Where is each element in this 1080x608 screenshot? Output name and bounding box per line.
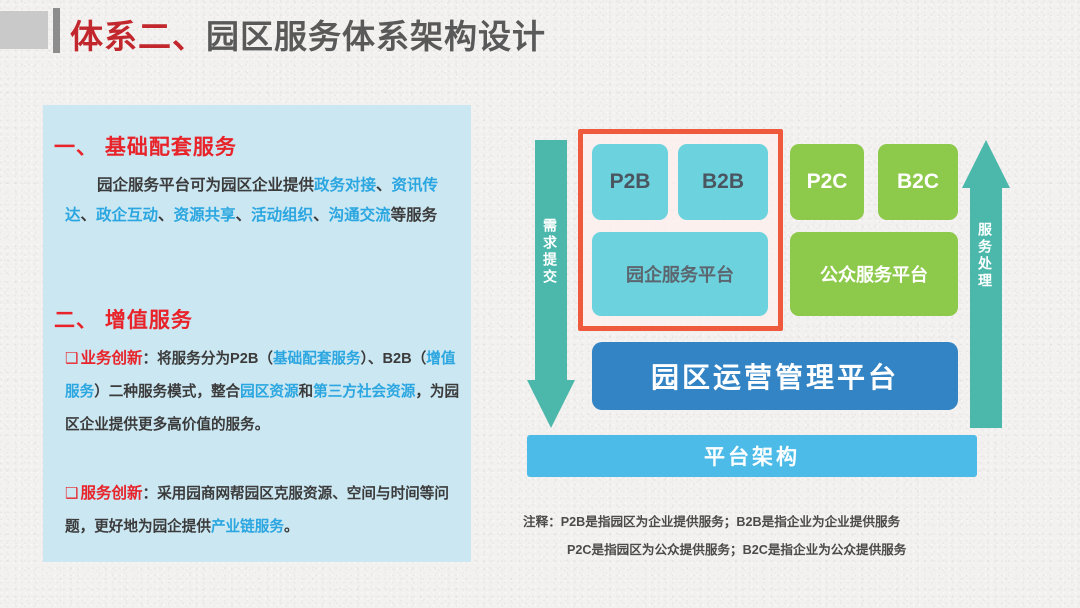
bullet-title: 服务创新: [80, 485, 143, 502]
bullet-text-run: 园区资源: [240, 384, 299, 400]
left-content-panel: 一、 基础配套服务 园企服务平台可为园区企业提供政务对接、资讯传达、政企互动、资…: [43, 105, 471, 562]
section-1-text-run: 、: [80, 207, 97, 224]
bullet-colon: ：: [142, 351, 158, 367]
demand-arrow-down-icon: [527, 140, 575, 428]
bullet-text-run: ）二种服务模式，整合: [94, 384, 241, 400]
bullet-text-run: 将服务分为P2B（: [157, 351, 274, 367]
bullet-business-innovation: ❑业务创新：将服务分为P2B（基础配套服务）、B2B（增值服务）二种服务模式，整…: [65, 342, 463, 442]
box-b2b[interactable]: B2B: [678, 144, 768, 220]
header-accent-bar: [53, 8, 60, 53]
section-1-text-run: 、: [376, 177, 392, 194]
section-1-text-run: 园企服务平台可为园区企业提供: [97, 177, 315, 194]
bullet-text-run: 基础配套服务: [273, 351, 361, 367]
box-p2c[interactable]: P2C: [790, 144, 864, 220]
page-title-red: 体系二、: [70, 18, 206, 55]
bullet-text: 采用园商网帮园区克服资源、空间与时间等问题，更好地为园企提供产业链服务。: [65, 486, 449, 535]
note-label: 注释：: [523, 515, 561, 529]
diagram-note: 注释：P2B是指园区为企业提供服务；B2B是指企业为企业提供服务 P2C是指园区…: [523, 508, 1023, 564]
box-p2b[interactable]: P2B: [592, 144, 668, 220]
section-1-text-run: 、: [235, 207, 252, 224]
bullet-text-run: 第三方社会资源: [313, 384, 416, 400]
bullet-title: 业务创新: [80, 350, 143, 367]
bullet-text: 将服务分为P2B（基础配套服务）、B2B（增值服务）二种服务模式，整合园区资源和…: [65, 351, 459, 433]
bullet-text-run: ，为园区企业提供更多高价值的服务。: [65, 384, 460, 433]
box-platform-architecture[interactable]: 平台架构: [527, 435, 977, 477]
bullet-text-run: 和: [298, 384, 314, 400]
demand-arrow-label: 需求提交: [542, 218, 558, 286]
page-title-gray: 园区服务体系架构设计: [206, 18, 546, 55]
section-2-heading: 二、 增值服务: [54, 309, 193, 332]
note-line-1: P2B是指园区为企业提供服务；B2B是指企业为企业提供服务: [560, 515, 901, 529]
header-accent-block: [0, 11, 48, 49]
bullet-text-run: ）、B2B（: [360, 351, 427, 367]
bullet-text-run: 产业链服务: [210, 519, 284, 535]
bullet-service-innovation: ❑服务创新：采用园商网帮园区克服资源、空间与时间等问题，更好地为园企提供产业链服…: [65, 477, 463, 544]
section-1-body: 园企服务平台可为园区企业提供政务对接、资讯传达、政企互动、资源共享、活动组织、沟…: [65, 171, 457, 231]
section-1-text-run: 政企互动: [96, 207, 159, 224]
bullet-marker-icon: ❑: [65, 485, 79, 502]
box-b2c[interactable]: B2C: [878, 144, 958, 220]
service-arrow-up-icon: [962, 140, 1010, 428]
section-1-text-run: 资源共享: [173, 207, 236, 224]
section-1-text-run: 等服务: [390, 207, 438, 224]
box-operation-platform[interactable]: 园区运营管理平台: [592, 342, 958, 410]
section-1-heading: 一、 基础配套服务: [54, 136, 237, 159]
section-1-text-run: 资讯传达: [65, 177, 439, 224]
section-1-text-run: 政务对接: [314, 177, 377, 194]
service-arrow-label: 服务处理: [977, 222, 993, 290]
section-1-text-run: 活动组织: [251, 207, 314, 224]
note-line-2: P2C是指园区为公众提供服务；B2C是指企业为公众提供服务: [567, 543, 907, 557]
section-1-text-run: 沟通交流: [328, 207, 391, 224]
bullet-text-run: 。: [283, 519, 299, 535]
section-1-text-run: 、: [313, 207, 329, 224]
bullet-text-run: 增值服务: [65, 351, 456, 400]
box-public-platform[interactable]: 公众服务平台: [790, 232, 958, 316]
page-title: 体系二、园区服务体系架构设计: [70, 10, 546, 58]
bullet-colon: ：: [142, 486, 158, 502]
box-enterprise-platform[interactable]: 园企服务平台: [592, 232, 768, 316]
bullet-marker-icon: ❑: [65, 350, 79, 367]
section-1-text-run: 、: [158, 207, 174, 224]
bullet-text-run: 采用园商网帮园区克服资源、空间与时间等问题，更好地为园企提供: [65, 486, 449, 535]
